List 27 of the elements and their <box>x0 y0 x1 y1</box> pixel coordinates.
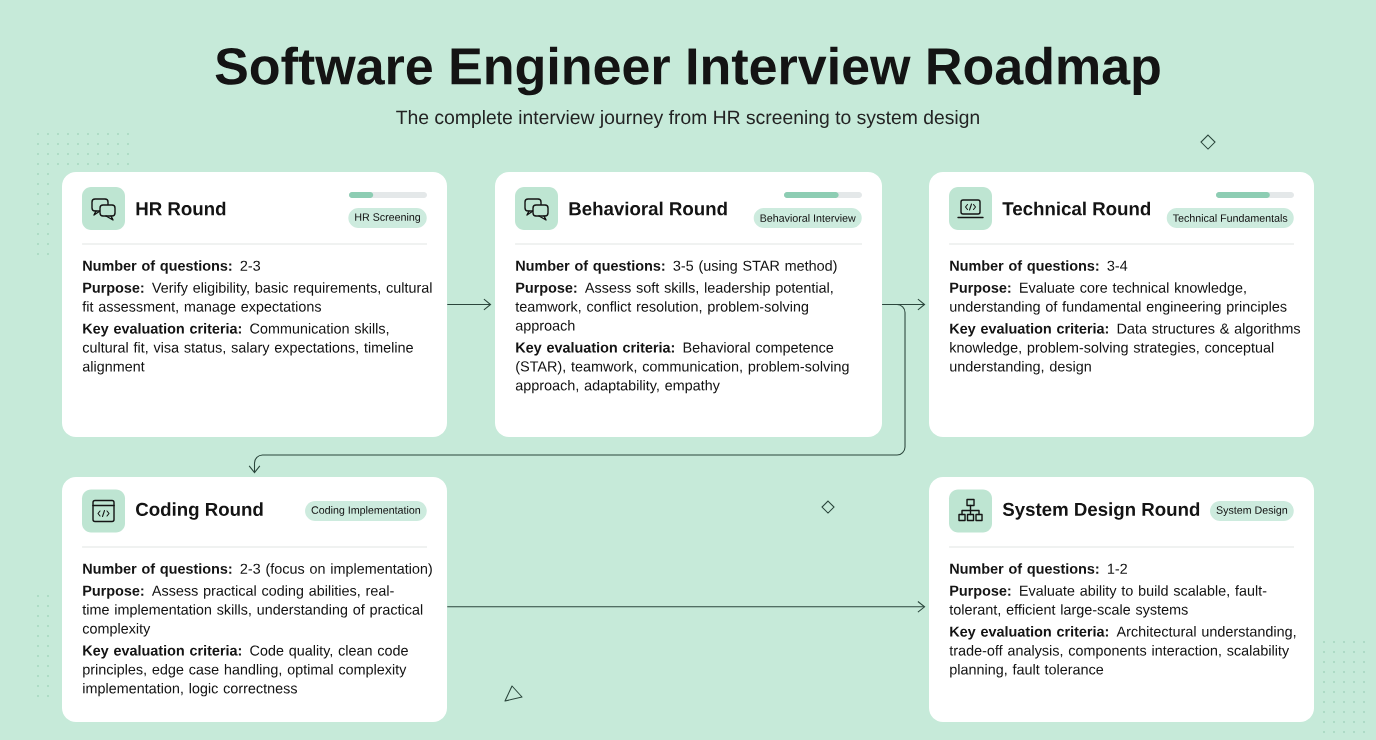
card-title: Technical Round <box>1002 201 1151 216</box>
card-text: Purpose: Assess practical coding abilities, real-time implementation skills, understanding of practical complexity <box>82 585 423 637</box>
card-text: Key evaluation criteria: Behavioral competence (STAR), teamwork, communication, problem-solving approach, adaptability, empathy <box>515 342 849 394</box>
card-text: Purpose: Evaluate core technical knowledge, understanding of fundamental engineering principles <box>950 282 1287 315</box>
title: Software Engineer Interview Roadmap <box>215 46 1160 96</box>
card-text: Number of questions: 2-3 (focus on implementation) <box>83 563 432 577</box>
card-text: Key evaluation criteria: Data structures & algorithms knowledge, problem-solving strategies, conceptual understanding, design <box>950 323 1301 375</box>
subtitle: The complete interview journey from HR screening to system design <box>396 110 979 128</box>
tag-pill: Coding Implementation <box>305 501 427 521</box>
card-text: Key evaluation criteria: Code quality, clean code principles, edge case handling, optimal complexity implementation, logic correctness <box>83 645 408 697</box>
tag-pill: Behavioral Interview <box>753 208 862 228</box>
card-text: Purpose: Verify eligibility, basic requirements, cultural fit assessment, manage expectations <box>82 282 432 315</box>
tag-pill: System Design <box>1210 501 1294 521</box>
card-title: System Design Round <box>1002 502 1200 520</box>
card-text: Purpose: Assess soft skills, leadership potential, teamwork, conflict resolution, problem-solving approach <box>515 282 833 334</box>
card-title: HR Round <box>136 201 226 216</box>
card-text: Number of questions: 3-5 (using STAR method) <box>516 260 837 274</box>
card-title: Behavioral Round <box>569 201 727 216</box>
tag-pill: HR Screening <box>348 208 427 228</box>
card-text: Number of questions: 2-3 <box>83 260 261 274</box>
card-text: Key evaluation criteria: Architectural understanding, trade-off analysis, components interaction, scalability planning, fault tolerance <box>949 626 1296 678</box>
card-title: Coding Round <box>136 502 263 520</box>
tag-pill: Technical Fundamentals <box>1166 208 1294 228</box>
card-text: Number of questions: 3-4 <box>950 260 1128 274</box>
card-text: Purpose: Evaluate ability to build scalable, fault-tolerant, efficient large-scale systems <box>949 585 1267 618</box>
card-text: Key evaluation criteria: Communication skills, cultural fit, visa status, salary expectations, timeline alignment <box>82 323 413 375</box>
card-text: Number of questions: 1-2 <box>950 563 1127 577</box>
